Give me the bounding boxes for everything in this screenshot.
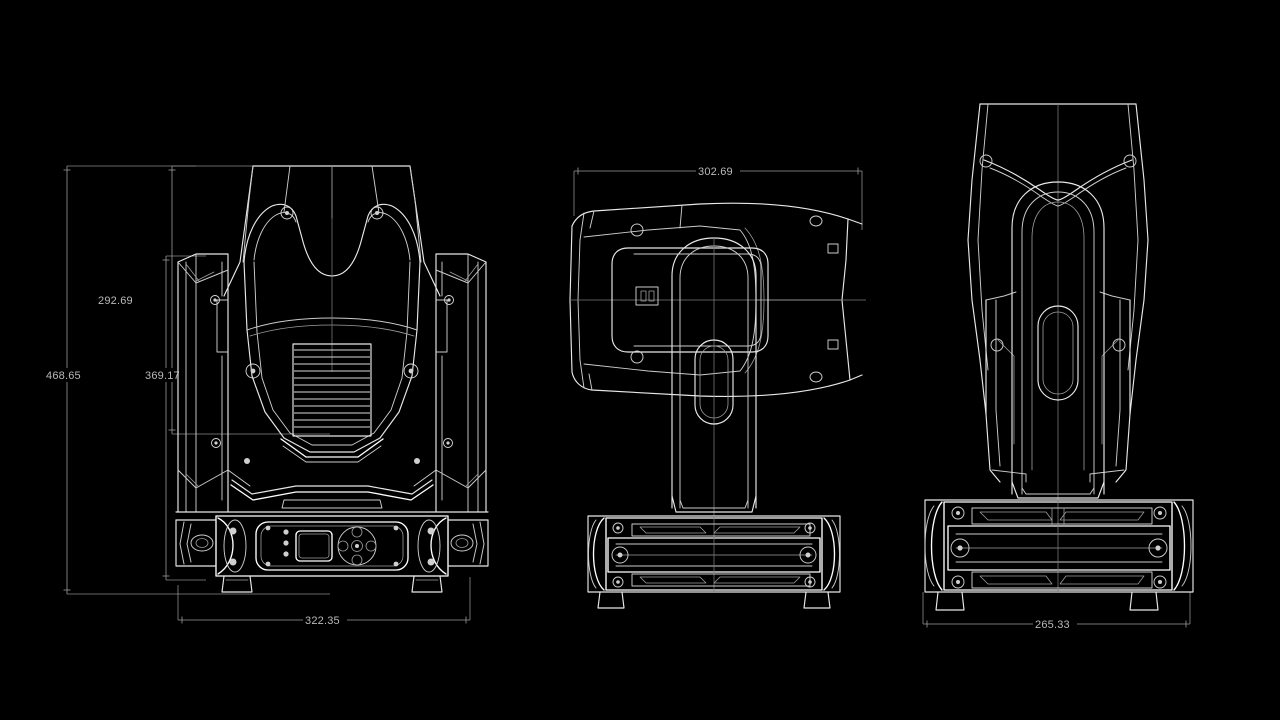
socket-icon [190,534,214,552]
dimension-head-height: 292.69 [96,165,330,435]
socket-icon [450,534,474,552]
rear-yoke-arm[interactable] [1011,181,1105,499]
screw-icon [1153,506,1167,520]
screw-icon [370,206,384,220]
screw-icon [990,338,1004,352]
screw-icon [804,576,816,588]
front-fasteners [210,206,454,464]
screw-icon [979,154,993,168]
view-front [175,165,489,593]
screw-icon [229,527,237,535]
dimension-label-base-width: 265.33 [1035,619,1070,631]
screw-icon [443,438,453,448]
screw-icon [280,206,294,220]
screw-icon [799,546,817,564]
front-control-panel[interactable] [255,521,409,571]
dimension-label-overall-depth: 302.69 [698,166,733,178]
navigation-keypad[interactable] [337,526,377,566]
screw-icon [951,575,965,589]
screw-icon [244,458,250,464]
dimension-overall-width: 322.35 [177,577,471,627]
view-rear [924,103,1194,611]
screw-icon [1112,338,1126,352]
front-yoke-arms [177,253,487,513]
rear-fasteners [979,154,1137,352]
screw-icon [444,295,454,305]
dimension-label-overall-width: 322.35 [305,615,340,627]
screw-icon [1123,154,1137,168]
screw-icon [427,527,435,535]
screw-icon [630,350,644,364]
front-ventilation-grille [292,343,372,437]
screw-icon [950,538,970,558]
screw-icon [612,522,624,534]
front-lower-bezel [227,438,437,501]
rear-head-shell [967,103,1149,500]
screw-icon [229,558,237,566]
screw-icon [804,522,816,534]
dimension-label-head-height: 292.69 [98,295,133,307]
side-head-shell [569,202,866,397]
screw-icon [630,223,644,237]
screw-icon [612,576,624,588]
screw-icon [414,458,420,464]
side-head-cavity [611,247,769,353]
dimension-overall-height: 468.65 [44,165,330,595]
side-details [630,215,839,383]
screw-icon [427,558,435,566]
screw-icon [809,215,823,227]
side-yoke-arm[interactable] [671,237,757,516]
side-base-housing [587,515,841,609]
view-side [569,202,866,609]
screw-icon [951,506,965,520]
indicator-leds [283,529,289,557]
screw-icon [809,371,823,383]
dimension-group-rear: 265.33 [922,592,1191,631]
lcd-display [295,530,333,562]
screw-icon [611,546,629,564]
screw-icon [245,363,261,379]
dimension-overall-depth: 302.69 [573,164,863,230]
dimension-base-width: 265.33 [922,592,1191,631]
dimension-group-front: 468.65 292.69 369.17 [44,165,471,627]
screw-icon [1148,538,1168,558]
screw-icon [1153,575,1167,589]
front-base-housing [175,499,489,593]
dimension-label-body-height: 369.17 [145,370,180,382]
dimension-group-side: 302.69 [573,164,863,230]
screw-icon [210,295,220,305]
front-head-shell [223,165,441,453]
dimension-label-overall-height: 468.65 [46,370,81,382]
screw-icon [211,438,221,448]
dimension-body-height: 369.17 [143,255,206,581]
rear-base-housing [924,499,1194,611]
screw-icon [403,363,419,379]
